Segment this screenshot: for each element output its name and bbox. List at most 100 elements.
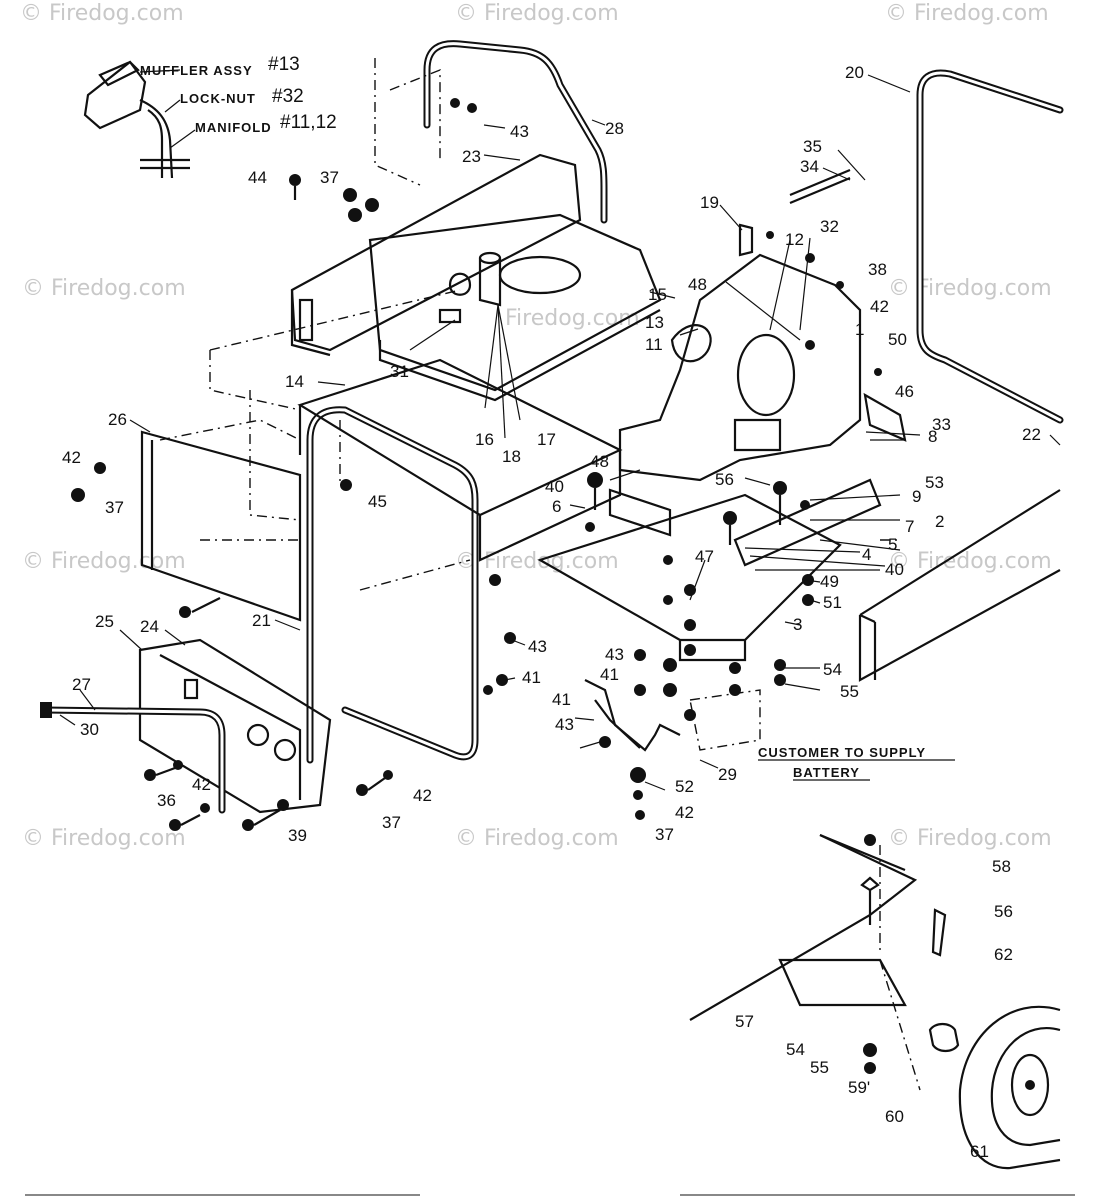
- part-label: 42: [870, 297, 889, 316]
- part-label: 38: [868, 260, 887, 279]
- right-rail: [858, 489, 1061, 682]
- watermark: © Firedog.com: [885, 1, 1049, 26]
- part-label: 1: [855, 320, 864, 339]
- part-label: 40: [545, 477, 564, 496]
- side-panel: [140, 430, 302, 622]
- part-label: 48: [590, 452, 609, 471]
- part-label: 25: [95, 612, 114, 631]
- part-label: 57: [735, 1012, 754, 1031]
- watermark: © Firedog.com: [22, 826, 186, 851]
- part-label: 33: [932, 415, 951, 434]
- part-label: 41: [522, 668, 541, 687]
- part-label: 42: [62, 448, 81, 467]
- part-label: 62: [994, 945, 1013, 964]
- watermark: © Firedog.com: [22, 276, 186, 301]
- watermark: © Firedog.com: [455, 1, 619, 26]
- part-labels: 20 43 28 23 44 37 35 34 19 12 32 38 48 1…: [62, 63, 1041, 1161]
- part-label: 29: [718, 765, 737, 784]
- watermark: Firedog.com: [505, 306, 640, 331]
- muffler-top: [98, 60, 140, 87]
- part-label: 16: [475, 430, 494, 449]
- part-label: 18: [502, 447, 521, 466]
- part-label: 48: [688, 275, 707, 294]
- fasteners: [71, 98, 907, 1074]
- part-label: 24: [140, 617, 159, 636]
- lift-handle: [423, 40, 608, 224]
- part-label: 21: [252, 611, 271, 630]
- part-label: 43: [555, 715, 574, 734]
- part-label: 34: [800, 157, 819, 176]
- locknut-callout: LOCK-NUT: [180, 91, 256, 106]
- part-label: 27: [72, 675, 91, 694]
- part-label: 15: [648, 285, 667, 304]
- part-label: 19: [700, 193, 719, 212]
- part-label: 17: [537, 430, 556, 449]
- muffler-callout-num: #13: [268, 54, 300, 75]
- part-label: 41: [600, 665, 619, 684]
- leader-line: [139, 69, 181, 73]
- part-label: 22: [1022, 425, 1041, 444]
- part-label: 36: [157, 791, 176, 810]
- part-label: 3: [793, 615, 802, 634]
- part-label: 43: [510, 122, 529, 141]
- manifold-callout-num: #11,12: [280, 112, 337, 133]
- right-frame: [916, 69, 1064, 424]
- part-label: 28: [605, 119, 624, 138]
- watermark-layer: © Firedog.com © Firedog.com © Firedog.co…: [20, 1, 1052, 851]
- part-label: 45: [368, 492, 387, 511]
- part-label: 54: [823, 660, 842, 679]
- push-handle: [40, 702, 226, 814]
- part-label: 42: [192, 775, 211, 794]
- part-label: 30: [80, 720, 99, 739]
- part-label: 11: [645, 335, 663, 354]
- part-label: 26: [108, 410, 127, 429]
- part-label: 44: [248, 168, 267, 187]
- manifold-callout: MANIFOLD: [195, 120, 272, 135]
- part-label: 61: [970, 1142, 989, 1161]
- part-label: 37: [655, 825, 674, 844]
- part-label: 7: [905, 517, 914, 536]
- part-label: 58: [992, 857, 1011, 876]
- outlet-panel: [138, 638, 332, 814]
- part-label: 2: [935, 512, 944, 531]
- part-label: 60: [885, 1107, 904, 1126]
- part-label: 49: [820, 572, 839, 591]
- part-label: 47: [695, 547, 714, 566]
- battery-bracket: [584, 679, 681, 752]
- part-label: 12: [785, 230, 804, 249]
- part-label: 20: [845, 63, 864, 82]
- part-label: 53: [925, 473, 944, 492]
- part-label: 5: [888, 535, 897, 554]
- leader-line: [169, 129, 196, 149]
- part-label: 41: [552, 690, 571, 709]
- watermark: © Firedog.com: [455, 549, 619, 574]
- watermark: © Firedog.com: [888, 549, 1052, 574]
- locknut-callout-num: #32: [272, 86, 304, 107]
- leader-line: [164, 99, 181, 113]
- part-label: 37: [382, 813, 401, 832]
- part-label: 56: [994, 902, 1013, 921]
- part-label: 40: [885, 560, 904, 579]
- wheel-assembly: [689, 833, 1061, 1170]
- part-label: 9: [912, 487, 921, 506]
- part-label: 42: [675, 803, 694, 822]
- watermark: © Firedog.com: [455, 826, 619, 851]
- part-label: 42: [413, 786, 432, 805]
- leader-lines: [59, 74, 1061, 791]
- watermark: © Firedog.com: [888, 826, 1052, 851]
- part-label: 14: [285, 372, 304, 391]
- part-label: 35: [803, 137, 822, 156]
- battery-callout: CUSTOMER TO SUPPLY BATTERY: [758, 745, 955, 781]
- part-label: 52: [675, 777, 694, 796]
- part-label: 39: [288, 826, 307, 845]
- part-label: 43: [605, 645, 624, 664]
- part-label: 13: [645, 313, 664, 332]
- part-label: 31: [390, 362, 409, 381]
- fuel-tank: [368, 213, 662, 402]
- mount-plate: [537, 478, 882, 662]
- watermark: © Firedog.com: [888, 276, 1052, 301]
- left-frame: [306, 406, 479, 764]
- battery-callout-line1: CUSTOMER TO SUPPLY: [758, 745, 926, 760]
- manifold-pipe: [139, 98, 174, 179]
